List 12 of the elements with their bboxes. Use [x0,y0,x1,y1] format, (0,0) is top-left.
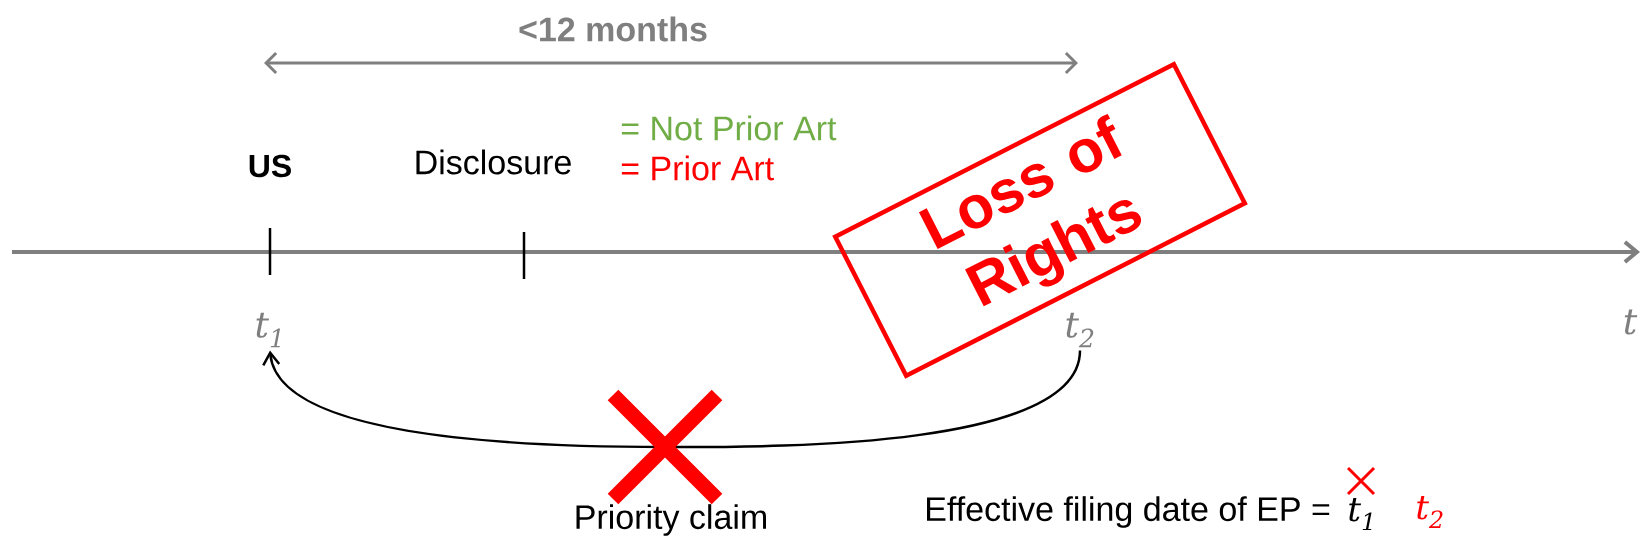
edge-label: Priority claim [576,504,766,536]
country-label: US [249,154,291,178]
event-label: Disclosure [416,149,571,175]
date-label: t$_{2}$ [1417,495,1443,529]
date-label: t$_{1}$ [1349,497,1372,531]
curved-arrow [262,350,1082,449]
time-label: t$_{1}$ [256,312,281,348]
status-label: = Prior Art [621,155,774,181]
dimension-label: <12 months [519,16,707,42]
note-text: Effective filing date of EP = [927,496,1330,528]
axis-label: t [1624,309,1638,335]
time-label: t$_{2}$ [1066,312,1094,348]
